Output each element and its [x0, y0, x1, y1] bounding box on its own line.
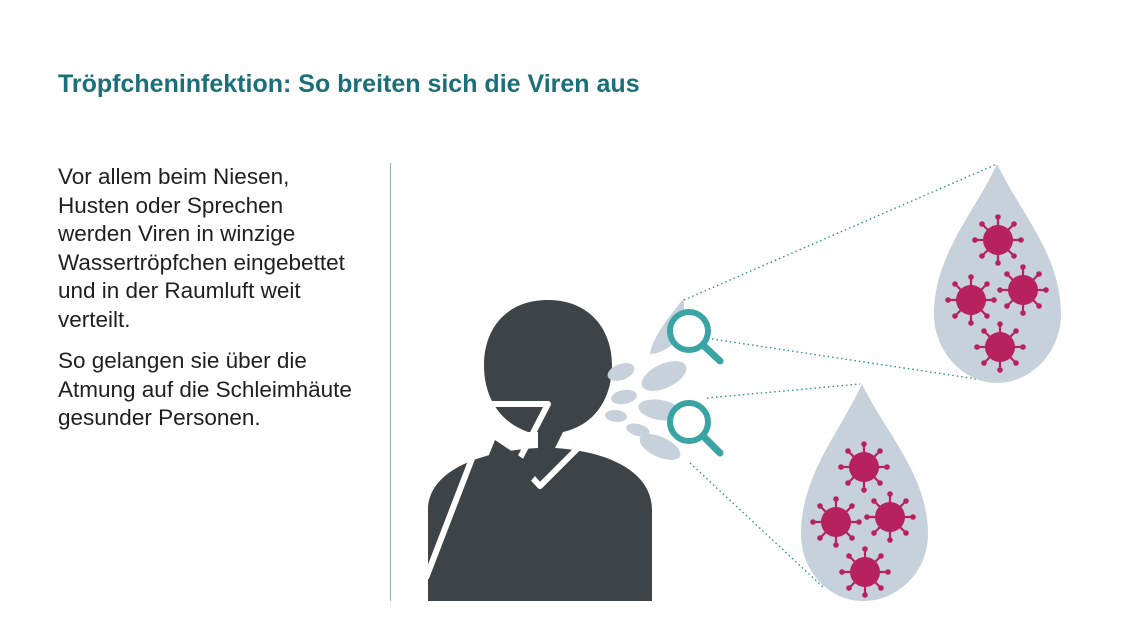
text-line: verteilt.	[58, 306, 131, 332]
paragraph-2: So gelangen sie über die Atmung auf die …	[58, 347, 378, 433]
text-line: Atmung auf die Schleimhäute	[58, 376, 352, 402]
droplet-icon	[801, 384, 928, 601]
slide-title: Tröpfcheninfektion: So breiten sich die …	[58, 70, 640, 98]
droplet-icon	[641, 361, 687, 391]
droplet-icon	[607, 363, 635, 381]
text-line: und in der Raumluft weit	[58, 278, 301, 303]
magnification-lines	[683, 163, 998, 589]
droplet-icon	[605, 409, 627, 423]
droplet-icon	[934, 164, 1061, 383]
droplet-icon	[611, 389, 637, 405]
droplet-icon	[626, 423, 650, 437]
body-text: Vor allem beim Niesen, Husten oder Sprec…	[58, 163, 378, 446]
paragraph-1: Vor allem beim Niesen, Husten oder Sprec…	[58, 163, 378, 334]
text-line: Husten oder Sprechen	[58, 192, 284, 218]
spray-droplets	[605, 298, 687, 460]
person-icon	[423, 300, 652, 601]
magnifier-icon	[667, 400, 724, 457]
text-line: Vor allem beim Niesen,	[58, 164, 290, 189]
vertical-divider	[390, 163, 391, 601]
text-line: werden Viren in winzige	[58, 221, 296, 246]
text-line: gesunder Personen.	[58, 405, 261, 430]
text-line: So gelangen sie über die	[58, 348, 307, 373]
text-line: Wassertröpfchen eingebettet	[58, 249, 345, 275]
magnifier-icon	[667, 309, 724, 365]
droplet-icon	[639, 434, 681, 460]
